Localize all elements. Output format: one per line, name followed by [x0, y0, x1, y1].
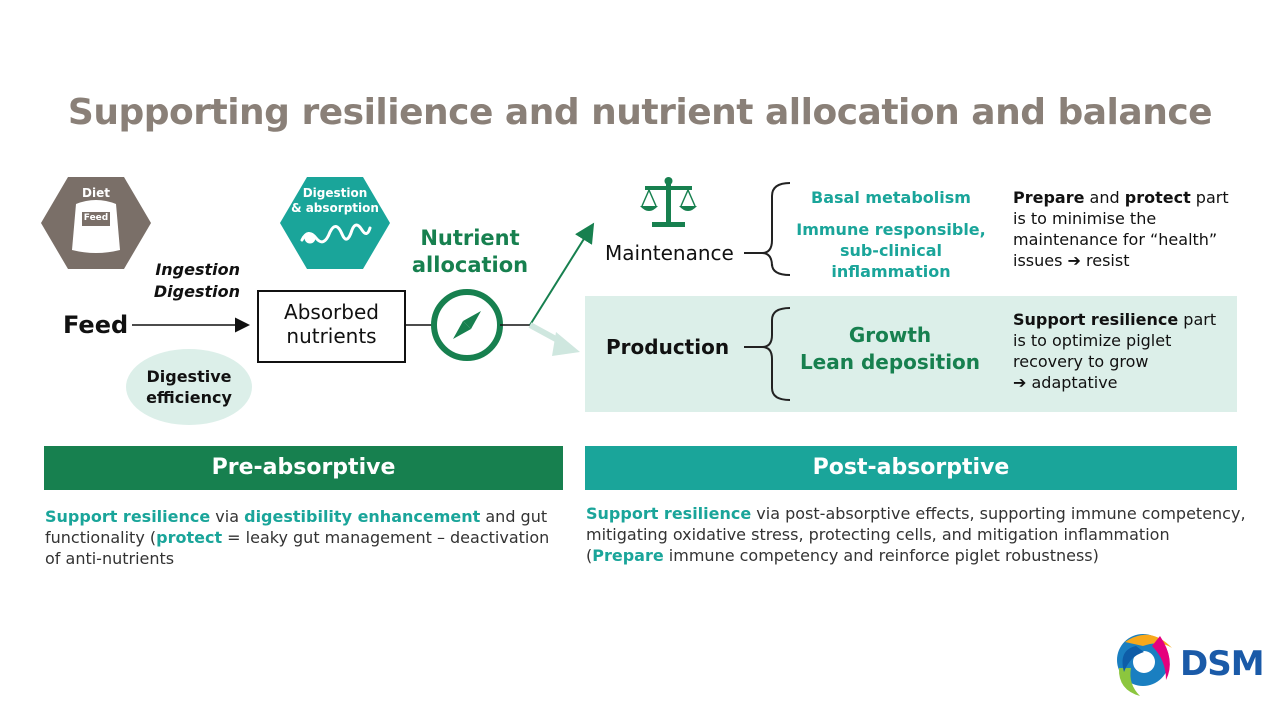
production-note-line3: recovery to grow — [1013, 352, 1149, 371]
pre-line2b: = leaky gut management – deactivation — [222, 528, 550, 547]
dsm-logo-text: DSM — [1180, 644, 1265, 684]
absorbed-line1: Absorbed — [284, 300, 379, 324]
digestion-hexagon — [280, 177, 390, 269]
pre-t2: and gut — [480, 507, 548, 526]
maintenance-note: Prepare and protect part is to minimise … — [1013, 187, 1229, 271]
support-resilience-bold: Support resilience — [1013, 310, 1179, 329]
protect-bold: protect — [1124, 188, 1191, 207]
subclinical-inflammation: sub-clinical inflammation — [831, 241, 951, 281]
pre-hl2: digestibility enhancement — [244, 507, 481, 526]
ingestion-label: Ingestion Digestion — [140, 259, 240, 303]
digestion-label-line1: Digestion — [302, 186, 368, 200]
pre-hl1: Support resilience — [45, 507, 211, 526]
maintenance-bracket — [744, 182, 791, 276]
pre-hl3: protect — [156, 528, 223, 547]
pre-line3: of anti-nutrients — [45, 549, 175, 568]
digestive-line2: efficiency — [146, 388, 232, 407]
production-bracket — [744, 307, 791, 401]
page-title: Supporting resilience and nutrient alloc… — [67, 92, 1213, 133]
feed-bag-icon — [72, 200, 120, 253]
production-label: Production — [606, 335, 730, 359]
dsm-logo-icon — [1117, 634, 1172, 696]
digestion-label: Digestion & absorption — [290, 186, 380, 216]
post-line3b: immune competency and reinforce piglet r… — [663, 546, 1099, 565]
production-items: Growth Lean deposition — [790, 322, 990, 376]
diet-label: Diet — [82, 186, 110, 200]
balance-scale-icon — [640, 177, 697, 227]
digestive-line1: Digestive — [146, 367, 232, 386]
nutrient-line2: allocation — [411, 253, 529, 277]
compass-icon — [431, 289, 503, 361]
post-hl1: Support resilience — [586, 504, 752, 523]
maintenance-items: Basal metabolism Immune responsible, sub… — [780, 187, 1002, 282]
production-note: Support resilience part is to optimize p… — [1013, 309, 1216, 393]
immune-responsible: Immune responsible, — [796, 220, 986, 239]
post-hl2: Prepare — [592, 546, 664, 565]
production-note-line4: ➔ adaptative — [1013, 373, 1118, 392]
lean-deposition: Lean deposition — [799, 350, 981, 374]
nutrient-line1: Nutrient — [420, 226, 520, 250]
nutrient-allocation-label: Nutrient allocation — [405, 225, 535, 279]
production-band — [585, 296, 1237, 412]
maintenance-label: Maintenance — [605, 241, 734, 265]
post-line3a: ( — [586, 546, 593, 565]
post-line2: mitigating oxidative stress, protecting … — [586, 525, 1170, 544]
production-note-line2: is to optimize piglet — [1013, 331, 1172, 350]
absorbed-nutrients-label: Absorbed nutrients — [258, 300, 405, 348]
pre-absorptive-label: Pre-absorptive — [211, 455, 396, 480]
part-text-2: part — [1178, 310, 1217, 329]
basal-metabolism: Basal metabolism — [811, 188, 971, 207]
pre-line2a: functionality ( — [45, 528, 157, 547]
growth: Growth — [848, 323, 932, 347]
absorbed-box — [257, 290, 406, 363]
post-t1: via post-absorptive effects, supporting … — [751, 504, 1246, 523]
feed-label: Feed — [63, 311, 129, 339]
digestive-efficiency-ellipse — [126, 349, 252, 425]
pre-absorptive-bar — [44, 446, 563, 490]
intestine-icon — [300, 223, 372, 244]
ingestion-line1: Ingestion — [155, 260, 240, 279]
ingestion-line2: Digestion — [153, 282, 240, 301]
post-absorptive-text: Support resilience via post-absorptive e… — [586, 503, 1246, 566]
part-text: part — [1190, 188, 1229, 207]
post-absorptive-label: Post-absorptive — [812, 455, 1010, 480]
maintenance-arrow — [529, 222, 595, 326]
maintenance-note-line3: maintenance for “health” — [1013, 230, 1218, 249]
pre-absorptive-text: Support resilience via digestibility enh… — [45, 506, 565, 569]
digestive-efficiency-label: Digestive efficiency — [126, 366, 252, 408]
prepare-bold: Prepare — [1013, 188, 1085, 207]
post-absorptive-bar — [585, 446, 1237, 490]
digestion-label-line2: & absorption — [291, 201, 379, 215]
pre-t1: via — [210, 507, 245, 526]
absorbed-line2: nutrients — [286, 324, 377, 348]
maintenance-note-line2: is to minimise the — [1013, 209, 1157, 228]
maintenance-note-line4: issues ➔ resist — [1013, 251, 1130, 270]
production-arrow — [528, 322, 580, 356]
feed-bag-label: Feed — [83, 213, 109, 223]
and-text: and — [1084, 188, 1125, 207]
